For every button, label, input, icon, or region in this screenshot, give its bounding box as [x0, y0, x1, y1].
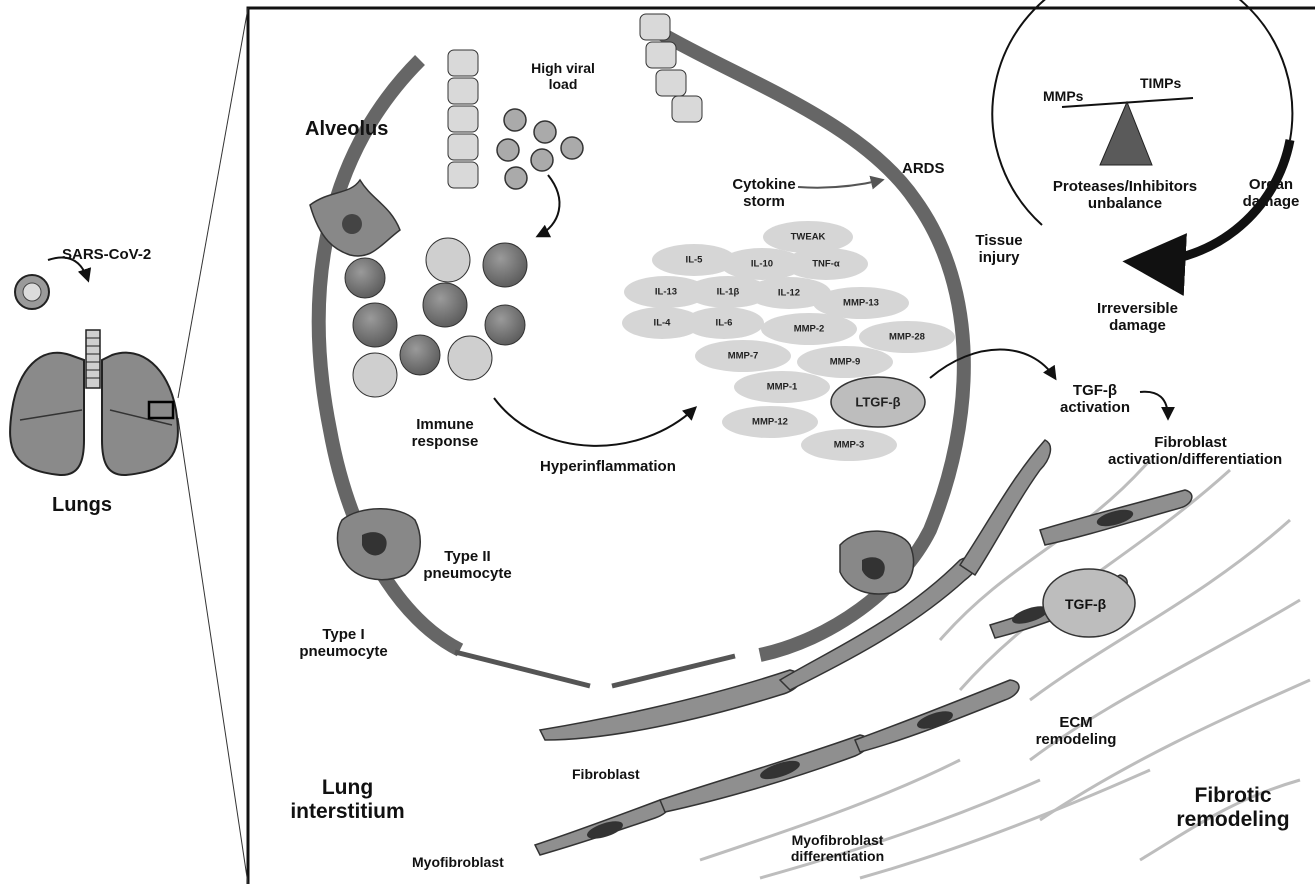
virus-icon [15, 275, 49, 309]
cytokine-label: MMP-12 [752, 417, 788, 428]
fibroblast-activation-arrow [1140, 392, 1168, 418]
cytokine-label: IL-13 [655, 287, 677, 298]
damage-cycle [992, 0, 1292, 262]
myo-diff-label: Myofibroblast differentiation [775, 832, 900, 864]
mmps-label: MMPs [1043, 88, 1083, 104]
cytokine-label: IL-12 [778, 288, 800, 299]
lung-interstitium-label: Lung interstitium [270, 776, 425, 824]
immune-response-label: Immune response [405, 416, 485, 451]
cytokine-label: MMP-13 [843, 298, 879, 309]
ards-arrow [798, 180, 882, 188]
cytokine-label: IL-4 [654, 318, 671, 329]
cytokine-label: MMP-7 [728, 351, 759, 362]
tgf-beta-label: TGF-β [1065, 596, 1106, 612]
cytokine-label: MMP-2 [794, 324, 825, 335]
virus-label: SARS-CoV-2 [62, 246, 151, 263]
organ-damage-label: Organ damage [1240, 176, 1302, 211]
fibroblast-activation-label: Fibroblast activation/differentiation [1108, 434, 1273, 469]
hyperinflammation-arrow [494, 398, 695, 446]
immune-cells [310, 180, 527, 397]
virus-cluster [497, 109, 583, 189]
cytokine-label: IL-6 [716, 318, 733, 329]
cytokine-label: TNF-α [812, 259, 839, 270]
timps-label: TIMPs [1140, 75, 1181, 91]
zoom-line-top [178, 8, 248, 398]
type-ii-label: Type II pneumocyte [420, 548, 515, 583]
type-ii-pneumocyte [337, 509, 420, 580]
cytokine-label: MMP-3 [834, 440, 865, 451]
hyperinflammation-label: Hyperinflammation [540, 458, 676, 475]
epithelial-cells-right [640, 14, 702, 122]
zoom-line-bottom [178, 418, 248, 884]
tgf-activation-arrow [930, 350, 1055, 379]
viral-load-label: High viral load [528, 60, 598, 92]
cytokine-label: MMP-1 [767, 382, 798, 393]
balance-fulcrum [1100, 102, 1152, 165]
cytokine-label: MMP-9 [830, 357, 861, 368]
ecm-label: ECM remodeling [1033, 714, 1119, 749]
cytokine-storm-label: Cytokine storm [728, 176, 800, 211]
unbalance-label: Proteases/Inhibitors unbalance [1040, 178, 1210, 213]
cytokine-label: IL-10 [751, 259, 773, 270]
viral-load-arrow [538, 175, 559, 236]
cytokine-label: MMP-28 [889, 332, 925, 343]
tgf-activation-label: TGF-β activation [1050, 382, 1140, 417]
type-i-label: Type I pneumocyte [296, 626, 391, 661]
alveolus-title: Alveolus [305, 118, 388, 141]
lungs-label: Lungs [52, 494, 112, 517]
lungs-illustration [10, 330, 178, 475]
cytokine-label: IL-5 [686, 255, 703, 266]
alveolus-wall-broken [455, 652, 735, 686]
fibroblast-label: Fibroblast [572, 766, 640, 782]
epithelial-cells-left [448, 50, 478, 188]
cytokine-label: IL-1β [717, 287, 740, 298]
tissue-injury-label: Tissue injury [968, 232, 1030, 267]
cytokine-label: TWEAK [791, 232, 826, 243]
type-ii-pneumocyte-right [840, 531, 914, 594]
irreversible-label: Irreversible damage [1085, 300, 1190, 335]
ards-label: ARDS [902, 160, 945, 177]
myofibroblast-label: Myofibroblast [412, 854, 504, 870]
cytokine-label: LTGF-β [855, 395, 900, 410]
fibrotic-remodeling-label: Fibrotic remodeling [1158, 784, 1308, 832]
